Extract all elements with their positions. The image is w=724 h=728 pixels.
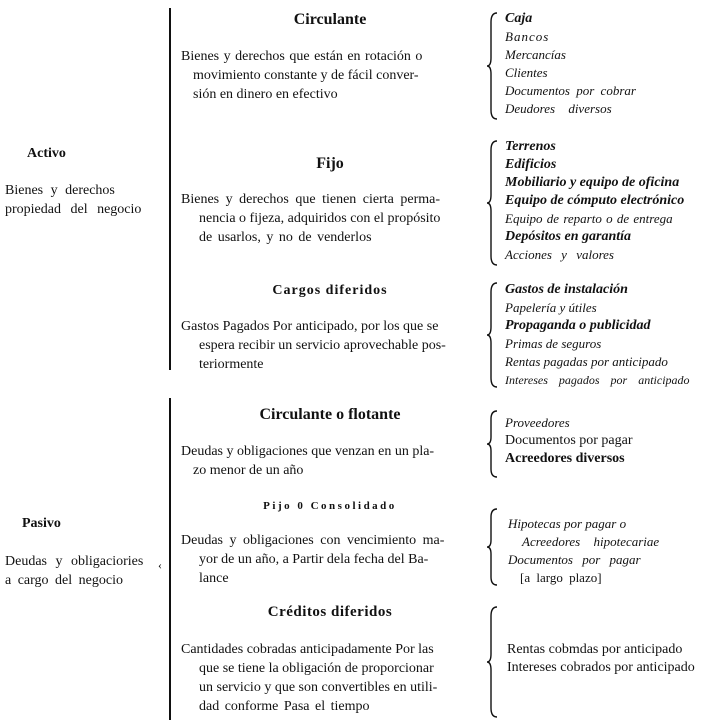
activo-divider-line: [169, 8, 171, 370]
list-item: Acciones y valores: [505, 247, 614, 262]
activo-cargos-title: Cargos diferidos: [272, 283, 388, 298]
list-item: Hipotecas por pagar o: [508, 516, 627, 531]
pasivo-circulante-title: Circulante o flotante: [259, 406, 401, 423]
desc-line: Cantidades cobradas anticipadamente Por …: [181, 642, 434, 657]
activo-fijo-title: Fijo: [316, 155, 344, 172]
list-item: Equipo de cómputo electrónico: [505, 193, 685, 208]
brace-left-icon: [486, 606, 498, 718]
desc-line: movimiento constante y de fácil conver-: [193, 68, 419, 83]
pasivo-creditos-title: Créditos diferidos: [267, 604, 393, 620]
desc-line: sión en dinero en efectivo: [193, 87, 338, 102]
list-item: Documentos por pagar: [505, 433, 633, 448]
desc-line: nencia o fijeza, adquiridos con el propó…: [199, 211, 441, 226]
desc-line: yor de un año, a Partir dela fecha del B…: [199, 552, 429, 567]
activo-desc-line: propiedad del negocio: [5, 202, 142, 217]
list-item: Documentos por pagar: [508, 552, 641, 567]
list-item: Acreedores hipotecariae: [522, 534, 660, 549]
list-item: Terrenos: [505, 139, 556, 154]
list-item: Depósitos en garantía: [505, 229, 632, 244]
list-item: Mercancías: [505, 47, 566, 62]
list-item: Primas de seguros: [505, 336, 602, 351]
activo-description: Bienes y derechos propiedad del negocio: [5, 181, 155, 219]
desc-line: Deudas y obligaciones con vencimiento ma…: [181, 533, 445, 548]
activo-title: Activo: [27, 146, 66, 161]
activo-fijo-description: Bienes y derechos que tienen cierta perm…: [181, 190, 479, 247]
desc-line: espera recibir un servicio aprovechable …: [199, 338, 446, 353]
desc-line: teriormente: [199, 357, 264, 372]
pasivo-circulante-list: Proveedores Documentos por pagar Acreedo…: [505, 414, 633, 468]
activo-fijo-list: Terrenos Edificios Mobiliario y equipo d…: [505, 138, 684, 264]
pasivo-desc-line: a cargo del negocio: [5, 573, 123, 588]
desc-line: Gastos Pagados Por anticipado, por los q…: [181, 319, 439, 334]
pasivo-circulante-description: Deudas y obligaciones que venzan en un p…: [181, 442, 481, 480]
brace-left-icon: [486, 12, 498, 120]
list-item: Proveedores: [505, 415, 570, 430]
desc-line: Deudas y obligaciones que venzan en un p…: [181, 444, 435, 459]
desc-line: lance: [199, 571, 229, 586]
list-item: Equipo de reparto o de entrega: [505, 211, 673, 226]
list-item: Papelería y útiles: [505, 300, 597, 315]
pasivo-creditos-description: Cantidades cobradas anticipadamente Por …: [181, 640, 481, 716]
brace-left-icon: [486, 508, 498, 586]
list-item: Caja: [505, 11, 533, 26]
desc-line: dad conforme Pasa el tiempo: [199, 699, 370, 714]
activo-cargos-list: Gastos de instalación Papelería y útiles…: [505, 281, 690, 389]
list-item: Propaganda o publicidad: [505, 318, 651, 333]
activo-cargos-description: Gastos Pagados Por anticipado, por los q…: [181, 317, 481, 374]
desc-line: que se tiene la obligación de proporcion…: [199, 661, 434, 676]
pasivo-divider-line: [169, 398, 171, 720]
list-item: Mobiliario y equipo de oficina: [505, 175, 680, 190]
list-item: Documentos por cobrar: [505, 83, 636, 98]
pasivo-desc-line: Deudas y obligaciories: [5, 554, 144, 569]
pasivo-fijo-list: Hipotecas por pagar o Acreedores hipotec…: [508, 515, 659, 587]
pasivo-title: Pasivo: [22, 516, 61, 531]
desc-line: zo menor de un año: [193, 463, 304, 478]
pasivo-description: Deudas y obligaciories a cargo del negoc…: [5, 552, 165, 590]
list-item: Edificios: [505, 157, 557, 172]
list-item: Clientes: [505, 65, 548, 80]
brace-left-icon: [486, 410, 498, 478]
pasivo-fijo-description: Deudas y obligaciones con vencimiento ma…: [181, 531, 481, 588]
desc-line: Bienes y derechos que tienen cierta perm…: [181, 192, 441, 207]
brace-left-icon: [486, 282, 498, 388]
pasivo-creditos-list: Rentas cobmdas por anticipado Intereses …: [507, 641, 695, 677]
list-item: Gastos de instalación: [505, 282, 628, 297]
list-item: [a largo plazo]: [520, 570, 602, 585]
activo-circulante-list: Caja Bancos Mercancías Clientes Document…: [505, 10, 636, 118]
list-item: Intereses pagados por anticipado: [505, 373, 690, 387]
activo-desc-line: Bienes y derechos: [5, 183, 115, 198]
activo-circulante-description: Bienes y derechos que están en rotación …: [181, 47, 481, 104]
pasivo-fijo-title: Pijo 0 Consolidado: [263, 500, 397, 512]
list-item: Acreedores diversos: [505, 451, 625, 466]
arrow-left-icon: ‹: [158, 558, 162, 572]
list-item: Intereses cobrados por anticipado: [507, 660, 695, 675]
list-item: Rentas cobmdas por anticipado: [507, 642, 683, 657]
list-item: Rentas pagadas por anticipado: [505, 354, 668, 369]
desc-line: Bienes y derechos que están en rotación …: [181, 49, 423, 64]
desc-line: de usarlos, y no de venderlos: [199, 230, 372, 245]
list-item: Deudores diversos: [505, 101, 612, 116]
activo-circulante-title: Circulante: [293, 11, 367, 28]
brace-left-icon: [486, 140, 498, 266]
desc-line: un servicio y que son convertibles en ut…: [199, 680, 438, 695]
list-item: Bancos: [505, 29, 550, 44]
